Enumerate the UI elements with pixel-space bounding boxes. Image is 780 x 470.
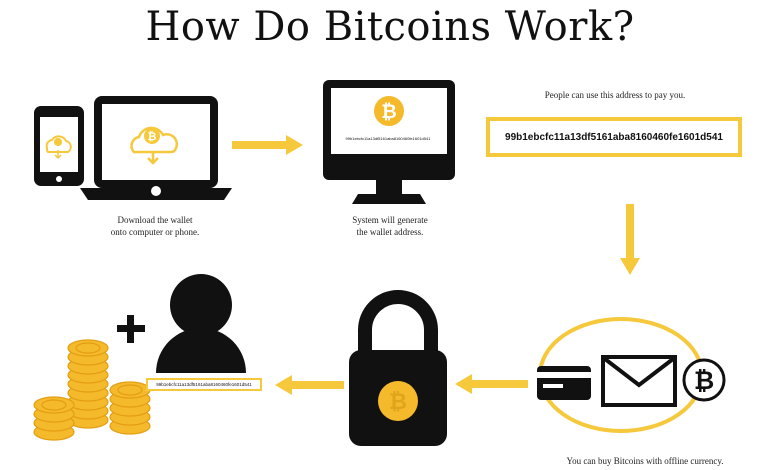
generate-caption: System will generate the wallet address.: [315, 214, 465, 238]
download-caption-line2: onto computer or phone.: [110, 227, 200, 237]
buy-caption-text: You can buy Bitcoins with offline curren…: [566, 456, 724, 466]
arrow-right-1: [232, 135, 303, 155]
credit-card-icon: [537, 366, 591, 400]
svg-text:₿: ₿: [694, 366, 714, 395]
monitor-icon: [323, 80, 455, 204]
address-caption-text: People can use this address to pay you.: [544, 90, 686, 100]
laptop-icon: [80, 96, 232, 200]
download-caption-line1: Download the wallet: [117, 215, 193, 225]
plus-icon: [117, 315, 145, 343]
user-address-box: 99b1ebcfc11a13df5161aba8160460fe1601d541: [146, 378, 262, 391]
page-title: How Do Bitcoins Work?: [145, 4, 635, 50]
svg-text:₿: ₿: [148, 130, 157, 143]
phone-icon: [34, 106, 84, 186]
envelope-icon: [601, 355, 677, 407]
cloud-download-icon: ₿: [130, 126, 179, 165]
wallet-address-box: 99b1ebcfc11a13df5161aba8160460fe1601d541: [486, 117, 742, 157]
download-caption: Download the wallet onto computer or pho…: [80, 214, 230, 238]
padlock-icon: [349, 290, 447, 446]
coin-stacks-icon: [33, 339, 151, 441]
bitcoin-icon: ₿: [682, 358, 726, 402]
buy-caption: You can buy Bitcoins with offline curren…: [545, 455, 745, 467]
address-caption: People can use this address to pay you.: [500, 89, 730, 101]
generate-caption-line2: the wallet address.: [356, 227, 424, 237]
svg-text:₿: ₿: [389, 390, 407, 415]
arrow-left-1: [455, 374, 528, 394]
user-icon: [156, 274, 246, 373]
arrow-left-2: [275, 375, 344, 395]
generate-caption-line1: System will generate: [352, 215, 428, 225]
wallet-address-text: 99b1ebcfc11a13df5161aba8160460fe1601d541: [490, 121, 738, 153]
bitcoin-icon: ₿: [378, 381, 418, 421]
bitcoin-icon: ₿: [374, 96, 404, 126]
arrow-down: [620, 204, 640, 275]
svg-text:₿: ₿: [381, 101, 396, 123]
monitor-screen-address: 99b1ebcfc11a13df5161aba8160460fe1601d541: [345, 136, 431, 141]
